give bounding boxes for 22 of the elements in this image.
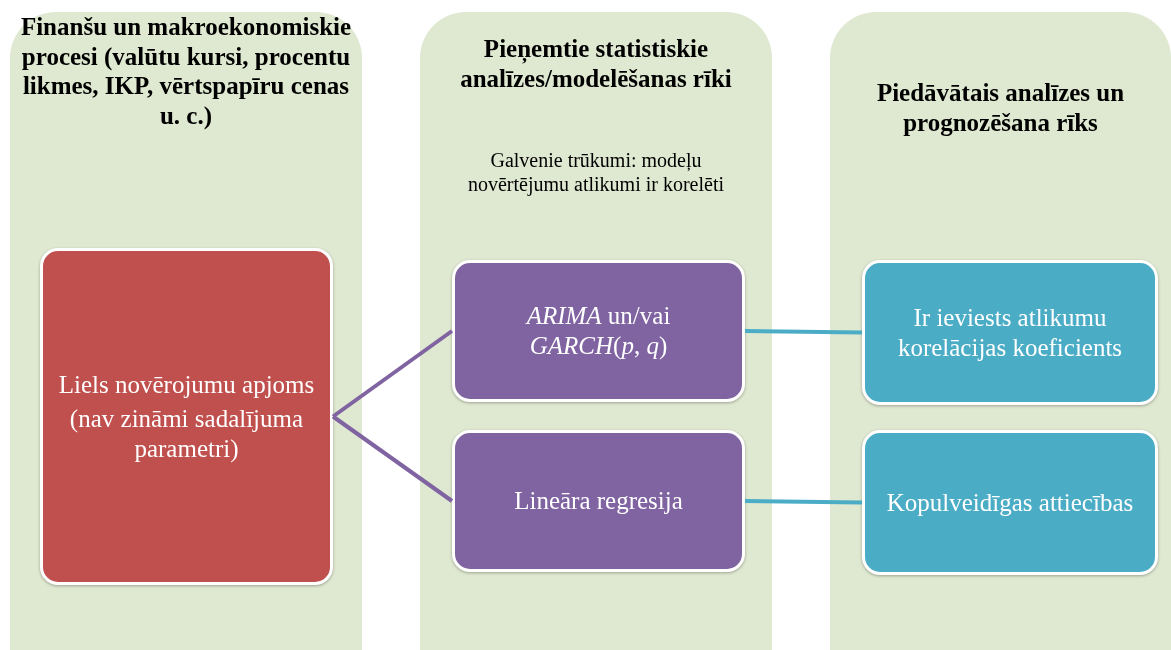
connector-line: [744, 499, 863, 505]
process-box: [862, 430, 1158, 575]
process-box: [862, 260, 1158, 405]
column-heading: Piedāvātais analīzes un prognozēšana rīks: [875, 78, 1126, 137]
connector-line: [331, 329, 454, 419]
box-text: Liels novērojumu apjoms: [58, 369, 315, 400]
connector-line: [331, 414, 454, 503]
connector-line: [744, 329, 863, 335]
process-box: [40, 248, 333, 585]
box-text: Kopulveidīgas attiecības: [886, 487, 1134, 518]
box-text: Lineāra regresija: [514, 486, 683, 516]
box-text: (nav zināmi sadalījuma parametri): [68, 403, 305, 464]
box-text: Ir ieviests atlikumu korelācijas koeficients: [896, 302, 1124, 363]
column-panel: [830, 12, 1171, 650]
process-box: [452, 260, 745, 402]
column-heading: Finanšu un makroekonomiskie procesi (valūtu kursi, procentu likmes, IKP, vērtspapīru cenas u. c.): [20, 12, 352, 130]
column-note: Galvenie trūkumi: modeļu novērtējumu atlikumi ir korelēti: [466, 148, 725, 196]
process-box: [452, 430, 745, 572]
box-text: ARIMA un/vai GARCH(p, q): [524, 301, 672, 361]
column-heading: Pieņemtie statistiskie analīzes/modelēšanas rīki: [459, 34, 733, 93]
column-panel: [420, 12, 772, 650]
column-panel: [10, 12, 362, 650]
